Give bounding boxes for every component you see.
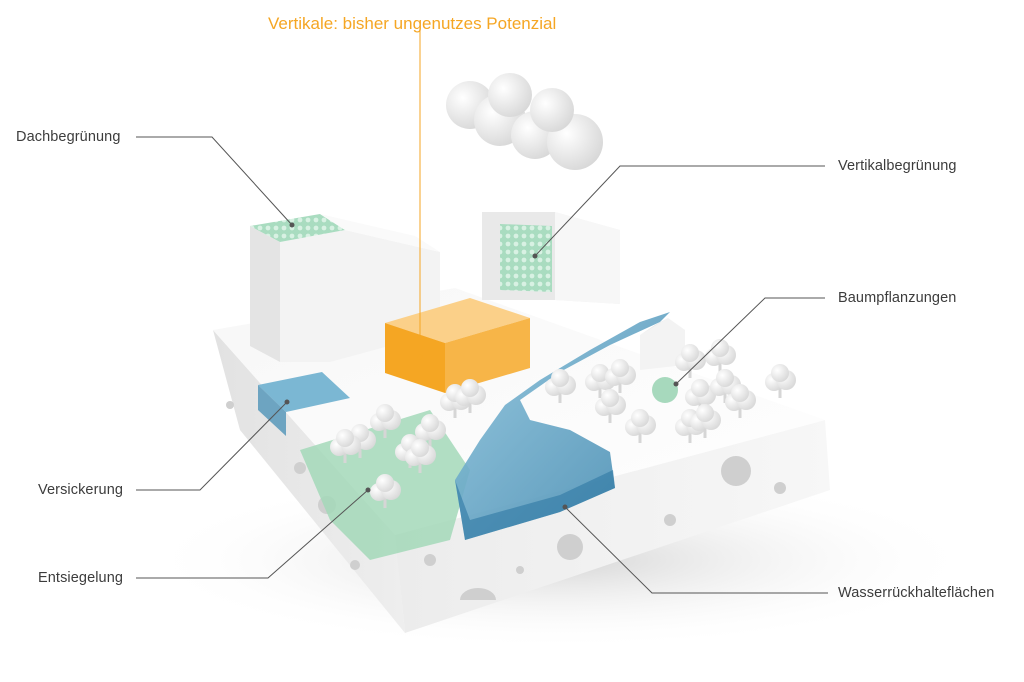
- tree: [725, 384, 756, 418]
- tree: [545, 369, 576, 403]
- tree: [415, 414, 446, 448]
- tree: [330, 429, 361, 463]
- label-vertikalbegruenung: Vertikalbegrünung: [838, 158, 957, 174]
- leader-vertikalbegruenung: [534, 165, 825, 257]
- leader-lines: [136, 22, 828, 594]
- trees: [330, 339, 796, 508]
- cloud: [446, 73, 603, 170]
- label-dachbegruenung: Dachbegrünung: [16, 129, 121, 145]
- leader-entsiegelung: [136, 489, 369, 579]
- leader-versickerung: [136, 401, 288, 491]
- label-versickerung: Versickerung: [38, 482, 124, 498]
- water-retention-area: [455, 312, 670, 540]
- label-baumpflanzungen: Baumpflanzungen: [838, 290, 957, 306]
- building-green-facade: [482, 212, 620, 304]
- tree: [765, 364, 796, 398]
- tree: [370, 404, 401, 438]
- tree: [455, 379, 486, 413]
- tree: [405, 439, 436, 473]
- planted-tree-highlight: [652, 377, 678, 403]
- label-wasserrueckhalteflaechen: Wasserrückhalteflächen: [838, 585, 995, 601]
- tree: [675, 344, 706, 378]
- tree: [605, 359, 636, 393]
- tree: [705, 339, 736, 373]
- tree: [690, 404, 721, 438]
- leader-baumpflanzungen: [675, 297, 825, 385]
- label-entsiegelung: Entsiegelung: [38, 570, 124, 586]
- tree: [370, 474, 401, 508]
- small-house: [640, 318, 685, 370]
- tree: [625, 409, 656, 443]
- tree: [595, 389, 626, 423]
- infiltration-pool: [258, 372, 350, 436]
- diagram-title: Vertikale: bisher ungenutzes Potenzial: [268, 14, 557, 33]
- orange-building: [385, 298, 530, 393]
- leader-dachbegruenung: [136, 136, 293, 226]
- leader-wasserrueckhalteflaechen: [564, 506, 828, 594]
